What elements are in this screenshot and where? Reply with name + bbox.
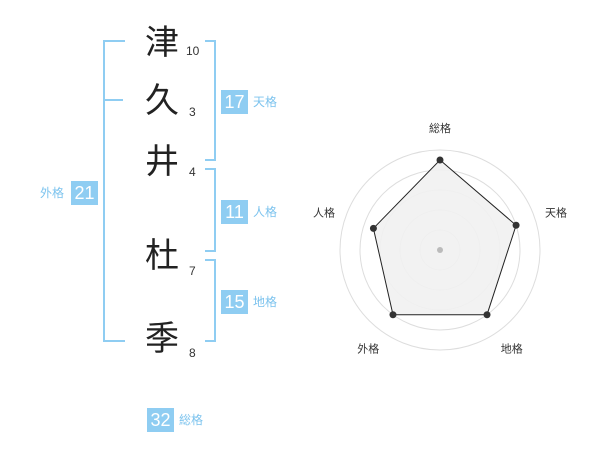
tenkaku-label: 天格 xyxy=(253,95,278,109)
gaikaku-label: 外格 xyxy=(40,186,65,200)
radar-axis-label-3: 地格 xyxy=(501,342,523,356)
stroke-count-1: 10 xyxy=(186,44,200,58)
radar-center xyxy=(437,247,443,253)
gaikaku-value: 21 xyxy=(71,181,98,205)
jinkaku-value: 11 xyxy=(221,200,248,224)
chikaku-bracket xyxy=(205,259,216,342)
chikaku-label: 地格 xyxy=(253,295,278,309)
radar-axis-label-4: 外格 xyxy=(357,342,379,356)
radar-axis-label-5: 人格 xyxy=(313,205,335,219)
stroke-count-3: 4 xyxy=(189,165,196,179)
radar-axis-label-2: 天格 xyxy=(545,205,567,219)
name-char-3: 井 xyxy=(145,142,179,182)
radar-point-5 xyxy=(369,224,377,232)
stroke-count-2: 3 xyxy=(189,105,196,119)
soukaku-value: 32 xyxy=(147,408,174,432)
gaikaku-bracket-tick xyxy=(105,99,123,101)
name-char-2: 久 xyxy=(145,81,179,121)
radar-series-area xyxy=(372,159,517,316)
name-char-4: 杜 xyxy=(145,236,179,276)
jinkaku-label: 人格 xyxy=(253,205,278,219)
tenkaku-value: 17 xyxy=(221,90,248,114)
gaikaku-bracket xyxy=(103,40,125,342)
chikaku-value: 15 xyxy=(221,290,248,314)
stroke-count-4: 7 xyxy=(189,264,196,278)
name-char-5: 季 xyxy=(145,319,179,359)
radar-point-1 xyxy=(436,156,444,164)
jinkaku-bracket xyxy=(205,168,216,252)
radar-axis-label-1: 総格 xyxy=(429,121,451,135)
radar-point-4 xyxy=(389,311,397,319)
radar-point-3 xyxy=(483,311,491,319)
name-char-1: 津 xyxy=(145,23,179,63)
tenkaku-bracket xyxy=(205,40,216,161)
radar-point-2 xyxy=(512,221,520,229)
soukaku-label: 総格 xyxy=(179,413,204,427)
stroke-count-5: 8 xyxy=(189,346,196,360)
